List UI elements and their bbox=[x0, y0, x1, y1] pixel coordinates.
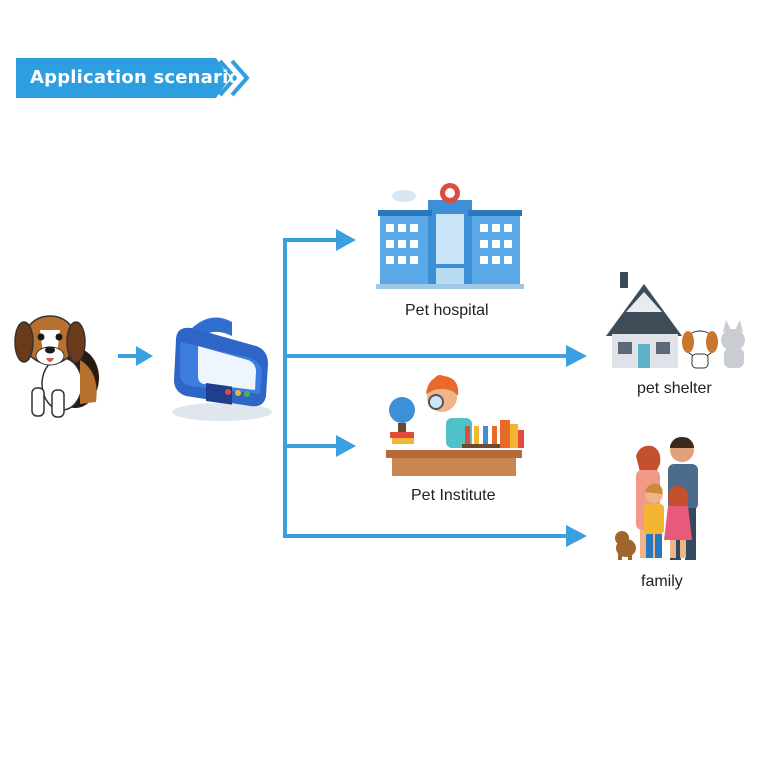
hospital-building-icon bbox=[376, 183, 524, 289]
label-family: family bbox=[641, 573, 683, 591]
label-pet-hospital: Pet hospital bbox=[405, 302, 489, 320]
label-pet-shelter: pet shelter bbox=[637, 380, 712, 398]
test-tubes bbox=[462, 426, 500, 448]
arrow-to-institute bbox=[336, 435, 356, 457]
arrow-to-device bbox=[136, 346, 153, 366]
small-dog bbox=[615, 531, 636, 560]
arrow-to-hospital bbox=[336, 229, 356, 251]
researcher-lab-icon bbox=[386, 375, 524, 476]
pet-monitor-device-icon bbox=[172, 318, 272, 422]
arrow-to-family bbox=[566, 525, 587, 547]
arrow-to-shelter bbox=[566, 345, 587, 367]
family-group-icon bbox=[615, 437, 698, 560]
beagle-dog-icon bbox=[15, 316, 99, 417]
label-pet-institute: Pet Institute bbox=[411, 487, 496, 505]
house-with-pets-icon bbox=[606, 272, 745, 368]
